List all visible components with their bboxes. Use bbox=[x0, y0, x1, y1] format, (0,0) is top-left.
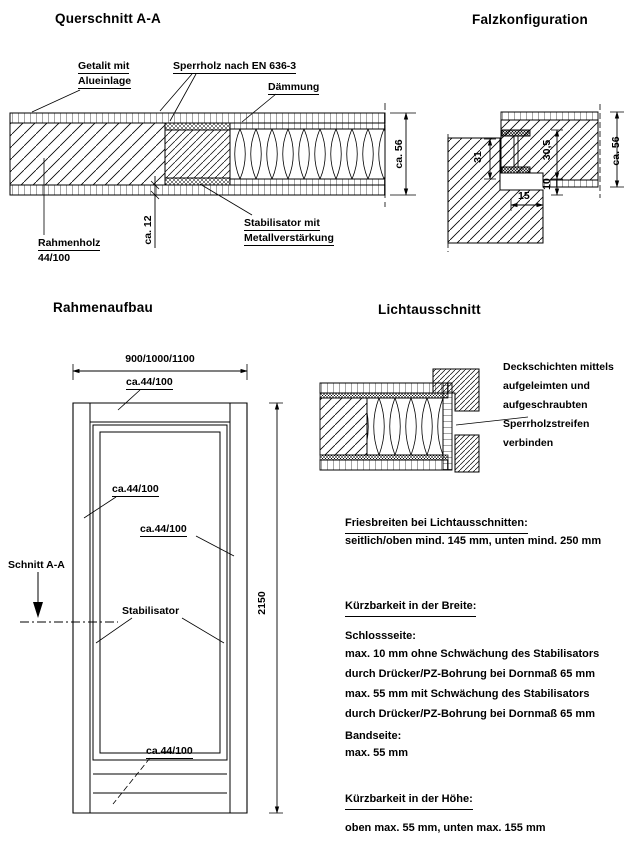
leader-left-stile bbox=[84, 497, 116, 518]
label-daemmung: Dämmung bbox=[268, 81, 320, 95]
leader-stabilisator bbox=[200, 184, 252, 215]
section-title-falzkonfiguration: Falzkonfiguration bbox=[472, 12, 588, 27]
section-title-rahmenaufbau: Rahmenaufbau bbox=[53, 300, 153, 315]
label-deck-material: Getalit mit Alueinlage bbox=[78, 59, 132, 89]
hoehe-text: oben max. 55 mm, unten max. 155 mm bbox=[345, 822, 546, 834]
stabilizer-flange-bottom bbox=[502, 167, 530, 173]
plywood-strip-top bbox=[230, 123, 385, 129]
band-text: max. 55 mm bbox=[345, 747, 408, 759]
deck-layer-bottom bbox=[10, 185, 385, 195]
schloss-lines: max. 10 mm ohne Schwächung des Stabilisa… bbox=[345, 648, 600, 720]
leaf-outline bbox=[73, 403, 247, 813]
dim-label-15: 15 bbox=[518, 190, 530, 202]
label-deck-line1: Getalit mit bbox=[78, 60, 130, 74]
dim-ticks-height bbox=[269, 403, 283, 813]
falz-drawing bbox=[430, 100, 624, 270]
insulation-block bbox=[230, 129, 385, 179]
glazing-bead-bottom bbox=[455, 435, 479, 472]
deck-layer-top bbox=[10, 113, 385, 123]
label-stile-left: ca.44/100 bbox=[112, 483, 159, 497]
dim-label-ca12: ca. 12 bbox=[142, 215, 154, 245]
leader-right-stile bbox=[196, 536, 234, 556]
hoehe-heading: Kürzbarkeit in der Höhe: bbox=[345, 789, 473, 810]
plywood-strip-bottom bbox=[230, 179, 385, 185]
section-title-querschnitt: Querschnitt A-A bbox=[55, 11, 162, 26]
metal-strip-top bbox=[165, 123, 230, 130]
label-rail-bottom: ca.44/100 bbox=[146, 745, 193, 759]
band-heading: Bandseite: bbox=[345, 730, 402, 742]
glazing-bead-top bbox=[433, 369, 479, 411]
leader-sperrholz bbox=[160, 74, 196, 121]
stabilizer-flange-top bbox=[502, 130, 530, 136]
dim-label-ca56-querschnitt: ca. 56 bbox=[393, 139, 405, 169]
section-title-lichtausschnitt: Lichtausschnitt bbox=[378, 302, 481, 317]
licht-deck-top bbox=[320, 383, 448, 393]
leader-deckschichten bbox=[456, 417, 528, 425]
rahmen-drawing bbox=[0, 364, 283, 814]
plywood-edge-strip bbox=[443, 383, 452, 470]
licht-strip-top bbox=[320, 393, 448, 398]
frame-profile bbox=[448, 138, 543, 243]
metal-strip-bottom bbox=[165, 178, 230, 185]
leader-daemmung bbox=[242, 94, 276, 122]
dim-ticks-total bbox=[390, 113, 416, 195]
inner-frame-inner bbox=[100, 432, 220, 753]
leaf-deck-bottom bbox=[543, 180, 598, 187]
label-stabilisator-rahmen: Stabilisator bbox=[122, 605, 180, 617]
licht-insulation bbox=[367, 398, 443, 455]
fries-text: seitlich/oben mind. 145 mm, unten mind. … bbox=[345, 535, 602, 547]
label-sperrholz: Sperrholz nach EN 636-3 bbox=[173, 60, 297, 74]
dim-label-width: 900/1000/1100 bbox=[125, 353, 195, 365]
dim-ticks-deck bbox=[149, 181, 161, 199]
dim-label-ca56-falz: ca. 56 bbox=[610, 136, 622, 166]
label-stabilisator-metall: Stabilisator mit Metallverstärkung bbox=[244, 217, 334, 246]
label-deck-line2: Alueinlage bbox=[78, 75, 132, 89]
fries-heading: Friesbreiten bei Lichtausschnitten: bbox=[345, 513, 528, 534]
stabilizer-web bbox=[514, 136, 518, 167]
note-deckschichten: Deckschichten mittels aufgeleimten und a… bbox=[503, 361, 614, 449]
lichtausschnitt-drawing bbox=[315, 355, 537, 480]
dim-label-10: 10 bbox=[541, 178, 553, 190]
label-stile-right: ca.44/100 bbox=[140, 523, 187, 537]
schloss-heading: Schlossseite: bbox=[345, 630, 416, 642]
leaf-deck-top bbox=[501, 112, 598, 120]
label-schnitt-aa: Schnitt A-A bbox=[8, 559, 65, 571]
leader-getalit bbox=[32, 90, 80, 112]
querschnitt-drawing bbox=[0, 50, 416, 280]
bottom-rail-lines bbox=[93, 774, 227, 793]
breite-heading: Kürzbarkeit in der Breite: bbox=[345, 596, 477, 617]
dim-label-31: 31 bbox=[472, 151, 484, 163]
stile-lines bbox=[90, 403, 230, 813]
leader-stabilisator-pair bbox=[96, 618, 224, 643]
label-rail-top: ca.44/100 bbox=[126, 376, 173, 390]
licht-frame-timber bbox=[320, 398, 367, 455]
leader-top-rail bbox=[118, 390, 140, 410]
leader-bottom-rail bbox=[113, 758, 150, 804]
licht-strip-bottom bbox=[320, 455, 448, 460]
frame-timber-block bbox=[10, 123, 165, 185]
label-rahmenholz: Rahmenholz 44/100 bbox=[38, 237, 101, 264]
dim-label-height: 2150 bbox=[256, 591, 268, 615]
section-arrow-head bbox=[33, 602, 43, 618]
licht-deck-bottom bbox=[320, 460, 448, 470]
inner-frame-outer bbox=[93, 425, 227, 760]
stabilizer-block bbox=[165, 130, 230, 178]
